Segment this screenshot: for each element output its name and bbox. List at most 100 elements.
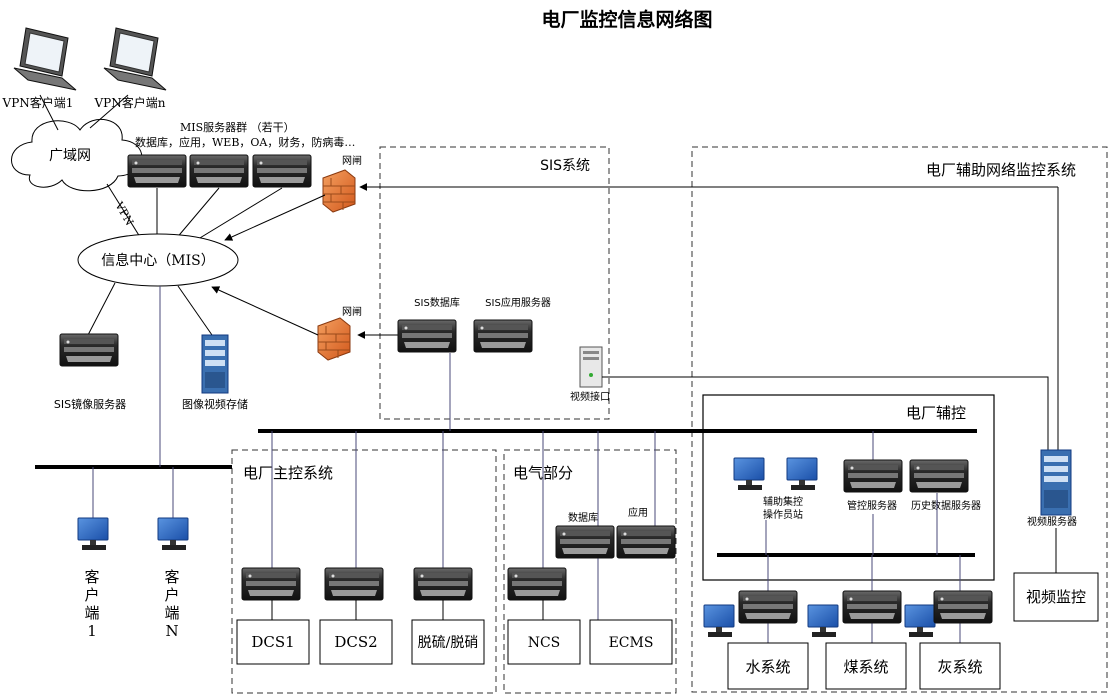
history-server-label: 历史数据服务器 — [911, 499, 981, 512]
server-icon — [842, 590, 902, 624]
link — [39, 94, 59, 131]
diagram-title: 电厂监控信息网络图 — [541, 8, 712, 31]
client-n-char: N — [165, 622, 178, 640]
desulfurization-label: 脱硫/脱硝 — [418, 635, 479, 651]
video-interface-pc-icon — [579, 346, 603, 388]
server-icon — [933, 590, 993, 624]
vpn-client-1-label: VPN客户端1 — [2, 95, 74, 110]
server-icon — [252, 154, 312, 188]
server-icon — [241, 567, 301, 601]
server-icon — [843, 459, 903, 493]
server-icon — [127, 154, 187, 188]
server-icon — [413, 567, 473, 601]
image-storage-label: 图像视频存储 — [182, 397, 248, 411]
server-icon — [473, 319, 533, 353]
gateway-bottom-label: 网闸 — [342, 305, 362, 318]
gateway-top-label: 网闸 — [342, 154, 362, 167]
client-n-char: 客 — [164, 568, 179, 586]
video-monitor-label: 视频监控 — [1026, 588, 1086, 606]
aux-control-title: 电厂辅控 — [906, 404, 966, 422]
mis-center-label: 信息中心（MIS） — [101, 252, 214, 269]
sis-system-box — [379, 146, 610, 420]
vpn-link-label: VPN — [112, 199, 136, 228]
water-system-box — [727, 642, 809, 690]
workstation-icon — [807, 604, 839, 638]
mis-servers-subtitle: 数据库，应用，WEB，OA，财务，防病毒… — [135, 135, 355, 149]
sis-system-title: SIS系统 — [540, 158, 590, 174]
laptop-icon — [13, 27, 77, 91]
workstation-icon — [77, 517, 109, 551]
server-icon — [909, 459, 969, 493]
firewall-icon — [317, 317, 351, 361]
workstation-icon — [733, 457, 765, 491]
server-icon — [738, 590, 798, 624]
storage-tower-icon — [201, 334, 229, 394]
client-n-char: 端 — [164, 604, 179, 622]
operator-station-label-line1: 辅助集控 — [763, 495, 803, 508]
ncs-label: NCS — [528, 635, 561, 651]
server-icon — [555, 525, 615, 559]
video-monitor-box — [1013, 572, 1099, 622]
client-n-char: 户 — [164, 586, 179, 604]
elec-database-label: 数据库 — [568, 511, 598, 524]
wan-cloud — [11, 119, 143, 192]
aux-network-title: 电厂辅助网络监控系统 — [926, 161, 1076, 179]
ncs-box — [507, 619, 581, 665]
server-icon — [59, 333, 119, 367]
main-control-box — [231, 449, 497, 694]
client-1-char: 1 — [87, 622, 97, 640]
vpn-client-n-label: VPN客户端n — [94, 95, 166, 110]
ash-system-box — [919, 642, 1001, 690]
wan-label: 广域网 — [49, 148, 91, 164]
mgmt-server-label: 管控服务器 — [847, 499, 897, 512]
link — [602, 376, 1049, 450]
ecms-label: ECMS — [609, 635, 654, 651]
elec-app-label: 应用 — [628, 506, 648, 519]
mis-center-node — [77, 233, 239, 287]
laptop-icon — [103, 27, 167, 91]
client-1-char: 端 — [84, 604, 99, 622]
workstation-icon — [157, 517, 189, 551]
server-icon — [616, 525, 676, 559]
main-control-title: 电厂主控系统 — [243, 464, 333, 482]
link — [87, 282, 116, 336]
coal-system-label: 煤系统 — [843, 658, 888, 676]
link — [174, 187, 220, 241]
water-system-label: 水系统 — [745, 658, 790, 676]
sis-mirror-label: SIS镜像服务器 — [54, 397, 126, 411]
aux-control-box — [702, 394, 995, 581]
desulfurization-box — [411, 619, 485, 665]
operator-station-label-line2: 操作员站 — [763, 508, 803, 521]
client-1-char: 户 — [84, 586, 99, 604]
link — [189, 187, 283, 245]
dcs1-box — [236, 619, 310, 665]
sis-app-server-label: SIS应用服务器 — [485, 296, 551, 309]
link — [177, 285, 213, 336]
video-server-tower-icon — [1040, 449, 1072, 516]
video-server-label: 视频服务器 — [1027, 515, 1077, 528]
firewall-icon — [322, 169, 356, 213]
server-icon — [507, 567, 567, 601]
video-interface-label: 视频接口 — [570, 390, 610, 403]
ecms-box — [589, 619, 673, 665]
sis-database-label: SIS数据库 — [414, 296, 460, 309]
dcs2-label: DCS2 — [334, 633, 377, 651]
ash-system-label: 灰系统 — [937, 658, 982, 676]
dcs1-label: DCS1 — [251, 633, 294, 651]
vpn-link — [106, 183, 141, 238]
server-icon — [397, 319, 457, 353]
server-icon — [189, 154, 249, 188]
client-1-char: 客 — [84, 568, 99, 586]
workstation-icon — [786, 457, 818, 491]
dcs2-box — [319, 619, 393, 665]
link — [89, 94, 129, 129]
server-icon — [324, 567, 384, 601]
arrow — [224, 194, 326, 241]
coal-system-box — [825, 642, 907, 690]
arrow — [211, 286, 319, 336]
workstation-icon — [904, 604, 936, 638]
workstation-icon — [703, 604, 735, 638]
mis-servers-title: MIS服务器群 （若干） — [180, 120, 295, 134]
electrical-box — [503, 449, 677, 694]
